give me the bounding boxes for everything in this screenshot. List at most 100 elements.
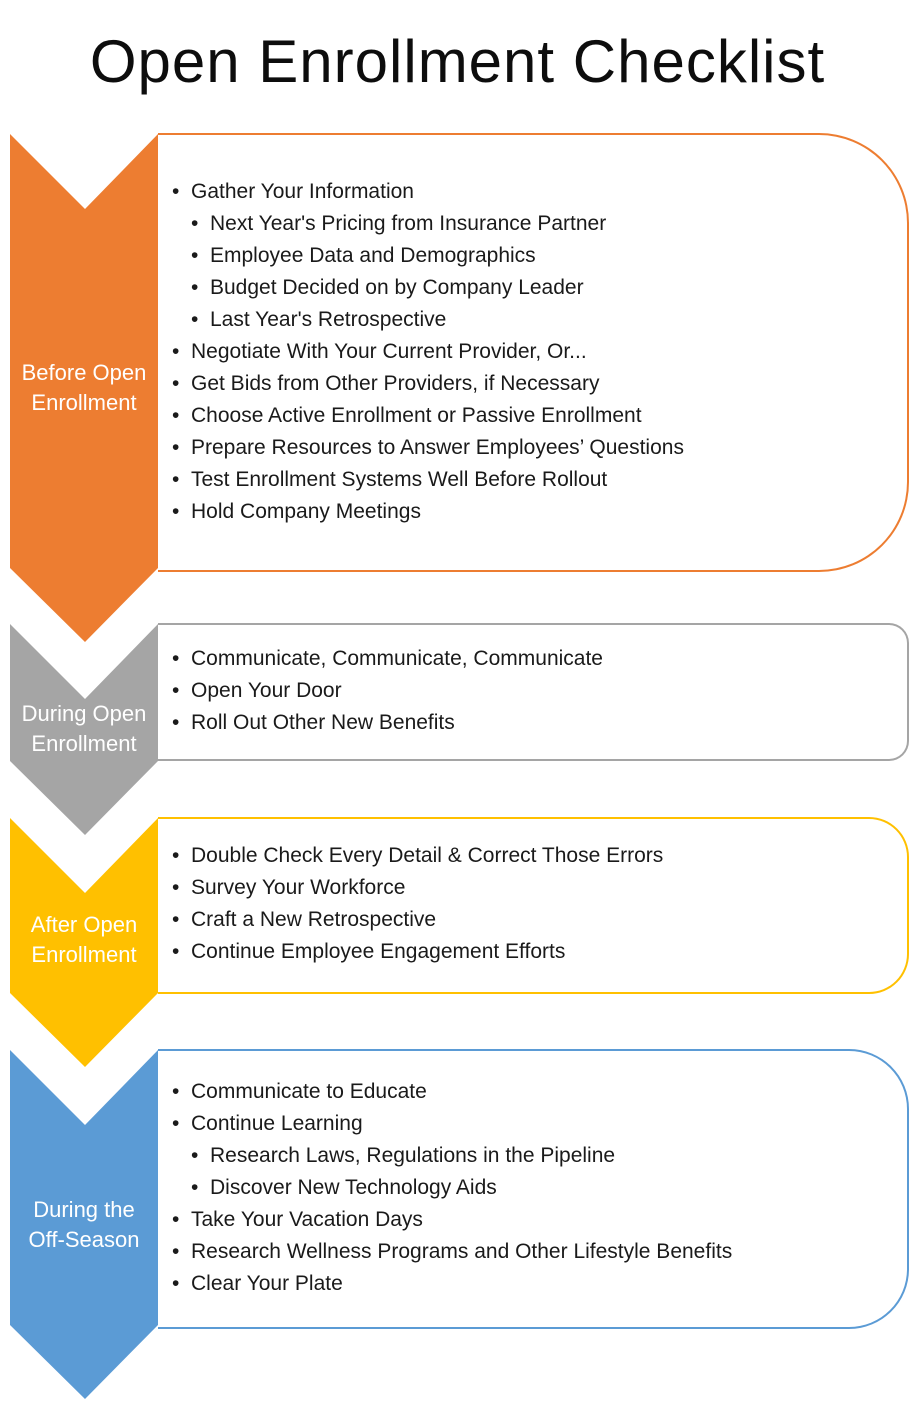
sub-checklist-item: •Research Laws, Regulations in the Pipel…	[191, 1140, 732, 1172]
stage-label: Before Open Enrollment	[10, 358, 158, 418]
checklist-item: •Clear Your Plate	[172, 1268, 732, 1300]
stage-label: After Open Enrollment	[10, 910, 158, 970]
checklist-item-text: Open Your Door	[191, 679, 342, 702]
stage-chevron-after: After Open Enrollment	[10, 818, 160, 1067]
bullet-icon: •	[172, 844, 180, 867]
checklist-item-text: Budget Decided on by Company Leader	[210, 276, 584, 299]
stage-label-line: Enrollment	[31, 390, 137, 415]
checklist-item-text: Craft a New Retrospective	[191, 908, 437, 931]
bullet-icon: •	[172, 340, 180, 363]
checklist-item-text: Gather Your Information	[191, 180, 414, 203]
checklist-item-text: Roll Out Other New Benefits	[191, 711, 455, 734]
checklist-item: • Get Bids from Other Providers, if Neces…	[172, 368, 684, 400]
bullet-icon: •	[172, 468, 180, 491]
stage-checklist-box	[158, 1049, 909, 1329]
sub-checklist-item: • Budget Decided on by Company Leader	[191, 272, 684, 304]
checklist-item-text: Research Wellness Programs and Other Lif…	[191, 1240, 733, 1263]
chevron-fill	[10, 1050, 158, 1399]
checklist-item-text: Choose Active Enrollment or Passive Enro…	[191, 404, 642, 427]
chevron-fill	[10, 624, 158, 835]
bullet-icon: •	[172, 940, 180, 963]
bullet-icon: •	[172, 1080, 180, 1103]
checklist-item: • Communicate to Educate	[172, 1076, 732, 1108]
sub-checklist-item: • Last Year's Retrospective	[191, 304, 684, 336]
bullet-icon: •	[191, 276, 199, 299]
checklist: •Gather Your Information•Next Year's Pri…	[172, 176, 684, 528]
bullet-icon: •	[172, 1208, 180, 1231]
bullet-icon: •	[172, 1240, 180, 1263]
chevron-arrow-shape	[10, 818, 158, 1067]
bullet-icon: •	[172, 1112, 180, 1135]
bullet-icon: •	[172, 180, 180, 203]
stage-checklist-box	[158, 817, 909, 994]
checklist: • Communicate to Educate • Continue Learnin…	[172, 1076, 732, 1300]
stage-chevron-before: Before Open Enrollment	[10, 134, 160, 642]
checklist-item: • Roll Out Other New Benefits	[172, 707, 603, 739]
bullet-icon: •	[172, 876, 180, 899]
checklist-item-text: Negotiate With Your Current Provider, Or…	[191, 340, 587, 363]
chevron-arrow-shape	[10, 624, 158, 835]
bullet-icon: •	[172, 436, 180, 459]
checklist-item-text: Continue Employee Engagement Efforts	[191, 940, 566, 963]
checklist-item: • Continue Employee Engagement Efforts	[172, 936, 663, 968]
chevron-arrow-shape	[10, 134, 158, 642]
checklist-item-text: Continue Learning	[191, 1112, 363, 1135]
stage-label-line: During Open	[21, 701, 147, 726]
checklist-item-text: Get Bids from Other Providers, if Necess…	[191, 372, 600, 395]
checklist-item: • Hold Company Meetings	[172, 496, 684, 528]
bullet-icon: •	[172, 404, 180, 427]
checklist-item-text: Employee Data and Demographics	[210, 244, 536, 267]
stage-checklist-box	[158, 623, 909, 761]
sub-checklist-item: • Employee Data and Demographics	[191, 240, 684, 272]
stage-label-line: During the	[33, 1197, 135, 1222]
bullet-icon: •	[172, 647, 180, 670]
chevron-arrow-shape	[10, 1050, 158, 1399]
checklist-item: • Prepare Resources to Answer Employees’ …	[172, 432, 684, 464]
stage-checklist-box	[158, 133, 909, 572]
checklist-item-text: Communicate to Educate	[191, 1080, 427, 1103]
stage-label: During Open Enrollment	[10, 699, 158, 759]
bullet-icon: •	[191, 308, 199, 331]
checklist-item-text: Next Year's Pricing from Insurance Partn…	[210, 212, 607, 235]
bullet-icon: •	[172, 711, 180, 734]
stage-label: During the Off-Season	[10, 1195, 158, 1255]
checklist-item-text: Last Year's Retrospective	[210, 308, 447, 331]
stage-label-line: Off-Season	[28, 1227, 140, 1252]
checklist-item-text: Discover New Technology Aids	[210, 1176, 497, 1199]
checklist-item-text: Clear Your Plate	[191, 1272, 343, 1295]
chevron-fill	[10, 818, 158, 1067]
checklist-item-text: Survey Your Workforce	[191, 876, 406, 899]
page-title: Open Enrollment Checklist	[89, 28, 826, 95]
checklist-item-text: Double Check Every Detail & Correct Thos…	[191, 844, 664, 867]
bullet-icon: •	[172, 679, 180, 702]
checklist-item-text: Take Your Vacation Days	[191, 1208, 423, 1231]
checklist-item: • Communicate, Communicate, Communicate	[172, 643, 603, 675]
checklist: • Double Check Every Detail & Correct Tho…	[172, 840, 663, 968]
stage-chevron-off-season: During the Off-Season	[10, 1050, 160, 1399]
stage-label-line: Before Open	[21, 360, 147, 385]
checklist-item: • Test Enrollment Systems Well Before Rol…	[172, 464, 684, 496]
checklist-item: • Research Wellness Programs and Other Li…	[172, 1236, 732, 1268]
bullet-icon: •	[191, 1176, 199, 1199]
checklist-item-text: Hold Company Meetings	[191, 500, 421, 523]
checklist-item-text: Prepare Resources to Answer Employees’ Q…	[191, 436, 684, 459]
stage-label-line: Enrollment	[31, 942, 137, 967]
checklist-item-text: Communicate, Communicate, Communicate	[191, 647, 603, 670]
sub-checklist-item: •Next Year's Pricing from Insurance Part…	[191, 208, 684, 240]
checklist-item: • Open Your Door	[172, 675, 603, 707]
checklist-item: • Survey Your Workforce	[172, 872, 663, 904]
checklist-item-text: Test Enrollment Systems Well Before Roll…	[191, 468, 608, 491]
stage-label-line: After Open	[30, 912, 138, 937]
checklist-item: • Negotiate With Your Current Provider, O…	[172, 336, 684, 368]
checklist-item: • Double Check Every Detail & Correct Tho…	[172, 840, 663, 872]
bullet-icon: •	[191, 244, 199, 267]
bullet-icon: •	[172, 500, 180, 523]
chevron-fill	[10, 134, 158, 642]
bullet-icon: •	[172, 372, 180, 395]
checklist-item: • Take Your Vacation Days	[172, 1204, 732, 1236]
sub-checklist-item: • Discover New Technology Aids	[191, 1172, 732, 1204]
checklist-item: • Choose Active Enrollment or Passive Enr…	[172, 400, 684, 432]
checklist-item: •Craft a New Retrospective	[172, 904, 663, 936]
checklist-item-text: Research Laws, Regulations in the Pipeli…	[210, 1144, 616, 1167]
stage-label-line: Enrollment	[31, 731, 137, 756]
